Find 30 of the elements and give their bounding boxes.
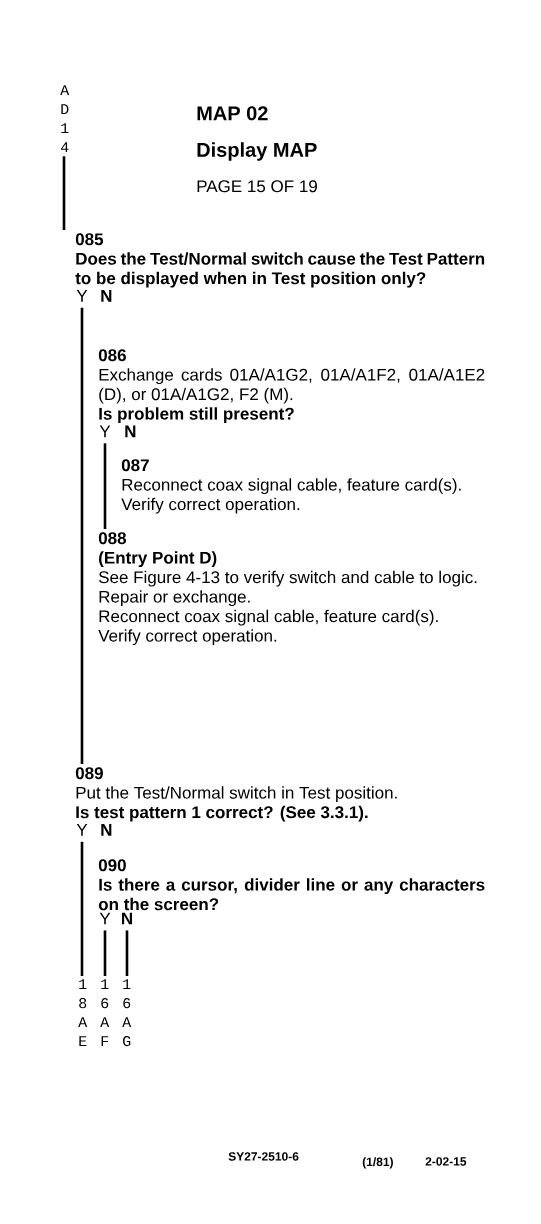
offpage-connector: 1 8 A E xyxy=(78,979,88,1047)
flow-line xyxy=(80,841,84,976)
step-text: 090 Is there a cursor, divider line or any characters on the screen? xyxy=(98,859,485,911)
step-text: 087 Reconnect coax signal cable, feature card(s). Verify correct operation. xyxy=(121,459,461,514)
branch-label: N xyxy=(101,290,112,302)
heading: Display MAP xyxy=(197,142,317,161)
edge-label: Y xyxy=(76,290,88,302)
step-text: 085 Does the Test/Normal switch cause the Test Pattern to be displayed when in Test position only? xyxy=(75,233,485,288)
offpage-connector: 1 6 A G xyxy=(122,979,132,1047)
offpage-connector: A D 1 4 xyxy=(60,85,70,153)
step-text: 089 Put the Test/Normal switch in Test position. Is test pattern 1 correct? (See 3.3.1). xyxy=(75,767,397,822)
flow-line xyxy=(125,930,129,976)
step-text: 088 (Entry Point D) See Figure 4-13 to verify switch and cable to logic. Repair or exchange. Reconnect coax signal cable, feature card(s). Verify correct operation. xyxy=(98,532,477,646)
edge-label: N xyxy=(122,912,132,925)
page-number: PAGE 15 OF 19 xyxy=(197,180,317,193)
footer-text: SY27-2510-6 xyxy=(228,1152,299,1161)
flow-line xyxy=(103,443,107,529)
flow-line xyxy=(62,156,66,230)
flow-line xyxy=(103,930,107,976)
step-text: 086 Exchange cards 01A/A1G2, 01A/A1F2, 01A/A1E2 (D), or 01A/A1G2, F2 (M). Is problem still present? xyxy=(98,349,485,424)
heading: MAP 02 xyxy=(197,106,268,121)
branch-label: N xyxy=(101,824,112,836)
edge-label: Y xyxy=(99,912,111,925)
flow-line xyxy=(80,307,84,764)
branch-label: N xyxy=(125,425,136,438)
footer-text: (1/81) xyxy=(362,1157,393,1169)
footer-text: 2-02-15 xyxy=(425,1157,467,1166)
offpage-connector: 1 6 A F xyxy=(100,979,110,1047)
edge-label: Y xyxy=(76,824,88,836)
edge-label: Y xyxy=(99,425,111,438)
